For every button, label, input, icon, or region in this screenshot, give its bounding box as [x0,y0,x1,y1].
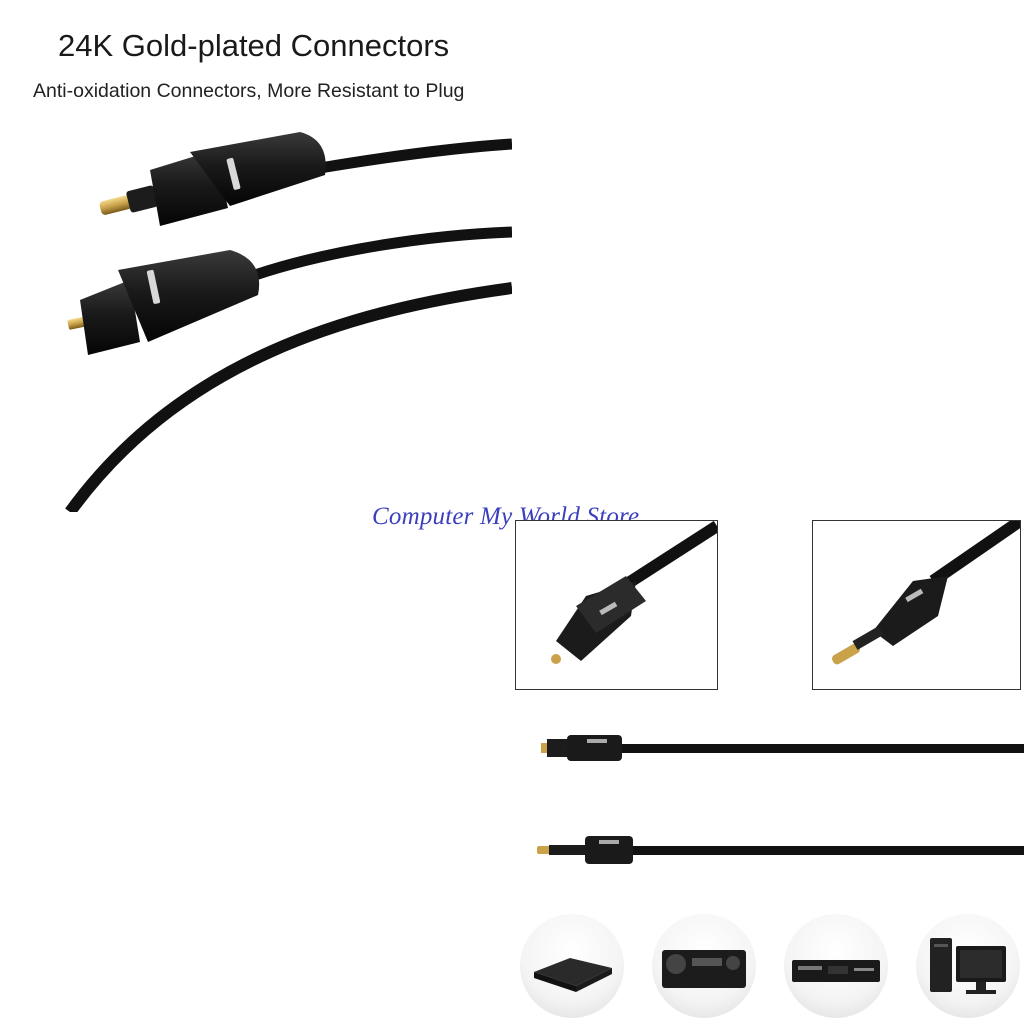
mini-cable-straight [537,830,1024,870]
toslink-thumbnail [515,520,718,690]
subheadline: Anti-oxidation Connectors, More Resistan… [33,80,465,102]
av-receiver-icon [652,914,756,1018]
mini-plug-thumbnail [812,520,1021,690]
mini-toslink-plug [99,132,326,226]
connectors-closeup-photo [0,110,512,512]
toslink-cable-straight [537,728,1024,768]
toslink-plug [67,250,260,355]
tv-box-icon [520,914,624,1018]
dvd-player-icon [784,914,888,1018]
headline: 24K Gold-plated Connectors [58,28,450,63]
desktop-computer-icon [916,914,1020,1018]
